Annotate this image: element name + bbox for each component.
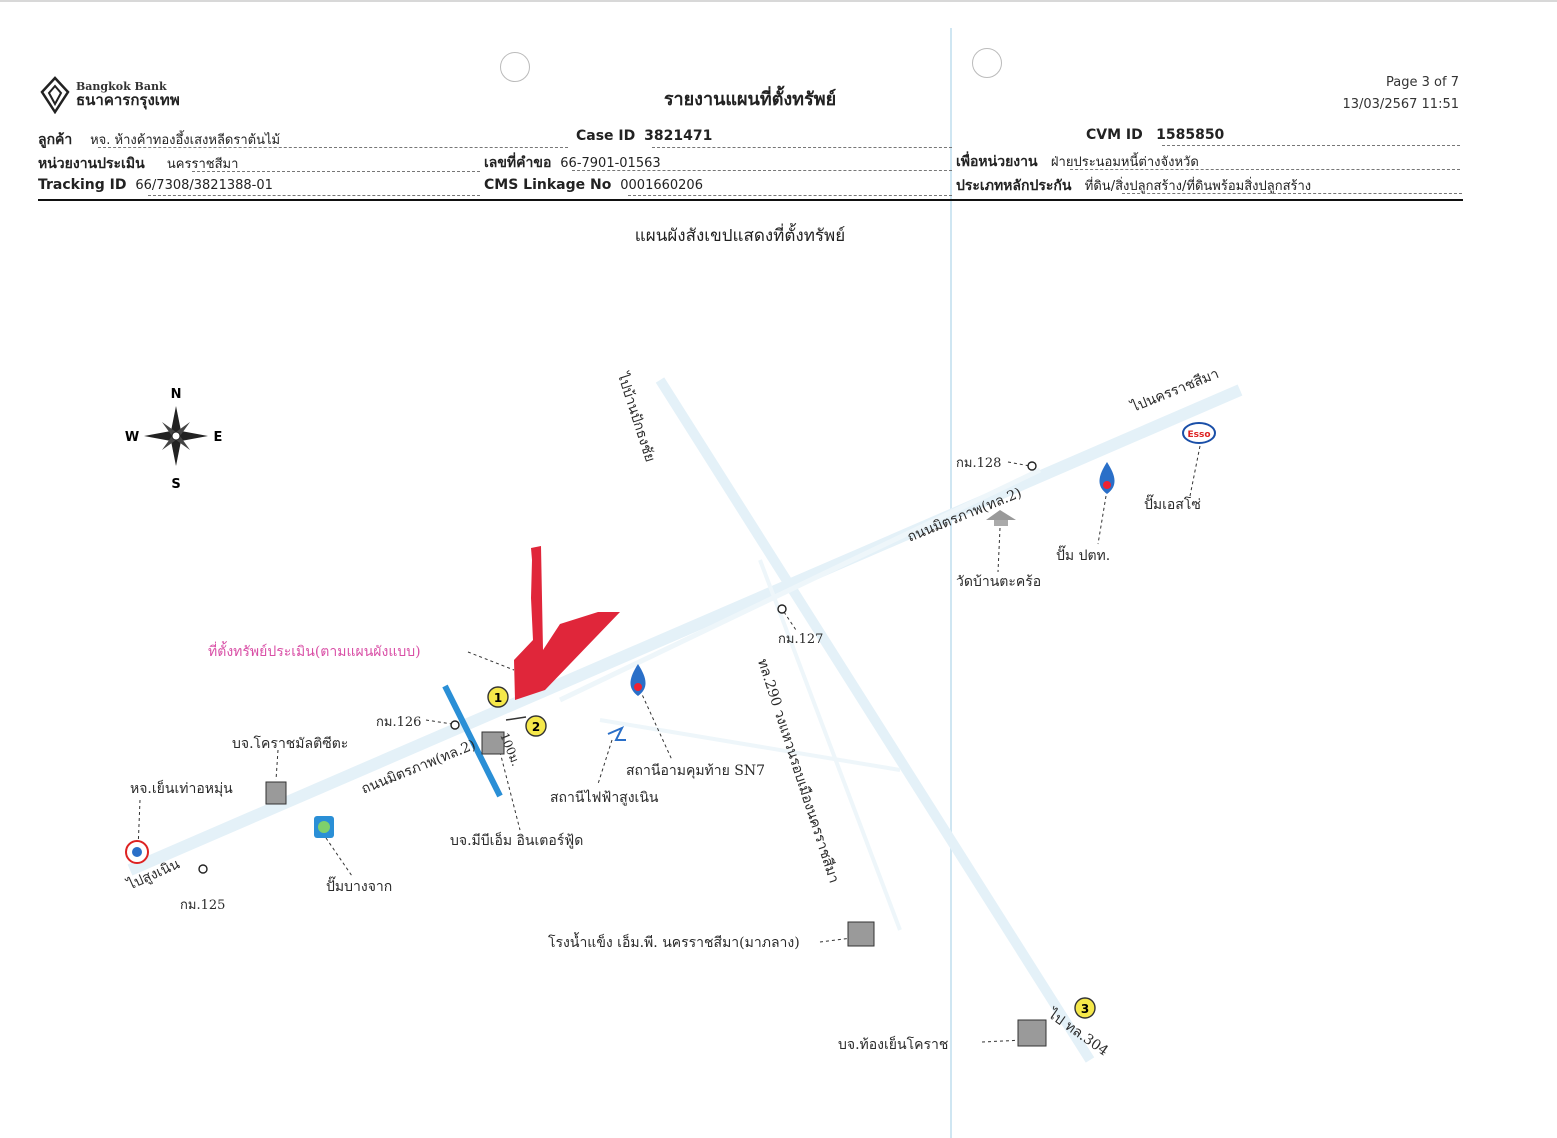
leader-lines bbox=[137, 445, 1201, 1043]
label-factory-left: หจ.เย็นเท่าอหมุ่น bbox=[130, 781, 233, 797]
compass-rose-icon: N S E W bbox=[125, 387, 223, 492]
svg-text:2: 2 bbox=[532, 720, 540, 734]
for-unit-field: เพื่อหน่วยงาน ฝ่ายประนอมหนี้ต่างจังหวัด bbox=[956, 151, 1199, 173]
request-no-label: เลขที่คำขอ bbox=[484, 155, 552, 171]
collateral-type-label: ประเภทหลักประกัน bbox=[956, 178, 1072, 194]
page-info: Page 3 of 7 13/03/2567 11:51 bbox=[1342, 72, 1459, 116]
mpm-factory-icon bbox=[481, 731, 505, 755]
collateral-type-field: ประเภทหลักประกัน ที่ดิน/สิ่งปลูกสร้าง/ที… bbox=[956, 175, 1311, 197]
case-id-label: Case ID bbox=[576, 128, 636, 144]
page-number: Page 3 of 7 bbox=[1386, 75, 1459, 90]
map-subtitle: แผนผังสังเขปแสดงที่ตั้งทรัพย์ bbox=[634, 226, 846, 246]
label-power-station: สถานีไฟฟ้าสูงเนิน bbox=[550, 790, 659, 806]
for-unit-value: ฝ่ายประนอมหนี้ต่างจังหวัด bbox=[1050, 155, 1199, 170]
road-crossing-marker bbox=[442, 684, 503, 798]
road-mittraphap bbox=[127, 384, 1243, 876]
label-korat-monument: บจ.โคราชมัลติซีตะ bbox=[232, 736, 349, 752]
road-frontage bbox=[558, 467, 1042, 703]
scan-top-border bbox=[0, 0, 1557, 2]
bangchak-icon bbox=[314, 816, 334, 838]
tracking-id-field: Tracking ID 66/7308/3821388-01 bbox=[38, 177, 273, 193]
customer-label: ลูกค้า bbox=[38, 132, 73, 148]
km126-post-icon bbox=[450, 720, 460, 730]
sn7-station-icon bbox=[630, 664, 646, 696]
cvm-id-label: CVM ID bbox=[1086, 127, 1143, 143]
property-parcel bbox=[514, 546, 620, 700]
label-tongyen: บจ.ท้องเย็นโคราช bbox=[838, 1037, 949, 1053]
compass-s: S bbox=[171, 477, 180, 492]
map-roads bbox=[127, 377, 1243, 1063]
road-link bbox=[599, 718, 901, 772]
distance-arrow bbox=[505, 716, 527, 721]
label-property: ที่ตั้งทรัพย์ประเมิน(ตามแผนผังแบบ) bbox=[208, 644, 421, 660]
svg-text:1: 1 bbox=[494, 691, 502, 705]
svg-text:3: 3 bbox=[1081, 1002, 1089, 1016]
tracking-id-value: 66/7308/3821388-01 bbox=[135, 178, 273, 193]
case-id-field: Case ID 3821471 bbox=[576, 128, 712, 144]
label-mpm: บจ.มีบีเอ็ม อินเตอร์ฟู้ด bbox=[450, 833, 584, 849]
cms-linkage-field: CMS Linkage No 0001660206 bbox=[484, 177, 703, 193]
bank-logo: Bangkok Bank ธนาคารกรุงเทพ bbox=[40, 76, 180, 114]
ptt-station-icon bbox=[1099, 462, 1115, 494]
request-no-field: เลขที่คำขอ 66-7901-01563 bbox=[484, 152, 661, 174]
label-esso: ปั๊มเอสโซ่ bbox=[1144, 497, 1201, 513]
for-unit-label: เพื่อหน่วยงาน bbox=[956, 154, 1038, 170]
cvm-id-field: CVM ID 1585850 bbox=[1086, 127, 1224, 143]
marker-1: 1 bbox=[487, 686, 509, 708]
tracking-id-label: Tracking ID bbox=[38, 177, 127, 193]
marker-2: 2 bbox=[525, 715, 547, 737]
compass-n: N bbox=[171, 387, 182, 402]
report-title: รายงานแผนที่ตั้งทรัพย์ bbox=[663, 89, 837, 110]
request-no-value: 66-7901-01563 bbox=[560, 156, 661, 171]
label-km128: กม.128 bbox=[956, 456, 1002, 471]
compass-e: E bbox=[214, 430, 223, 445]
compass-w: W bbox=[125, 430, 139, 445]
appraisal-unit-field: หน่วยงานประเมิน นครราชสีมา bbox=[38, 153, 238, 175]
customer-field: ลูกค้า หจ. ห้างค้าทองอึ้งเสงหลีดราต้นไม้ bbox=[38, 129, 280, 151]
page-fold-line bbox=[950, 28, 952, 1138]
road-side bbox=[758, 559, 902, 931]
esso-icon: Esso bbox=[1182, 422, 1216, 444]
appraisal-unit-label: หน่วยงานประเมิน bbox=[38, 156, 145, 172]
km128-post-icon bbox=[1027, 461, 1037, 471]
cvm-id-value: 1585850 bbox=[1156, 127, 1225, 143]
binder-hole-right bbox=[972, 48, 1002, 78]
label-km125: กม.125 bbox=[180, 898, 226, 913]
tongyen-factory-icon bbox=[1017, 1019, 1047, 1047]
label-km127: กม.127 bbox=[778, 632, 824, 647]
bank-name-en: Bangkok Bank bbox=[76, 80, 167, 93]
svg-text:Esso: Esso bbox=[1187, 430, 1210, 440]
label-temple: วัดบ้านตะคร้อ bbox=[956, 574, 1042, 590]
label-ice-factory: โรงน้ำแข็ง เอ็ม.พี. นครราชสีมา(มาภลาง) bbox=[548, 935, 800, 951]
header-divider bbox=[38, 199, 1463, 201]
case-id-value: 3821471 bbox=[644, 128, 713, 144]
power-station-icon bbox=[607, 726, 626, 741]
binder-hole-left bbox=[500, 52, 530, 82]
label-ptt: ปั๊ม ปตท. bbox=[1056, 548, 1111, 564]
report-datetime: 13/03/2567 11:51 bbox=[1342, 97, 1459, 112]
bank-name-th: ธนาคารกรุงเทพ bbox=[76, 91, 180, 109]
factory-left-icon bbox=[265, 781, 287, 805]
label-bangchak: ปั๊มบางจาก bbox=[326, 879, 393, 895]
label-sn7: สถานีอามคุมท้าย SN7 bbox=[626, 763, 766, 779]
km-posts bbox=[198, 461, 1037, 874]
cms-linkage-value: 0001660206 bbox=[620, 178, 703, 193]
road-ring-290 bbox=[655, 377, 1095, 1063]
cms-linkage-label: CMS Linkage No bbox=[484, 177, 612, 193]
label-km126: กม.126 bbox=[376, 715, 422, 730]
km127-post-icon bbox=[777, 604, 787, 614]
sungnoen-sign-icon bbox=[125, 840, 149, 864]
marker-3: 3 bbox=[1074, 997, 1096, 1019]
bank-emblem-icon bbox=[40, 76, 70, 114]
collateral-type-value: ที่ดิน/สิ่งปลูกสร้าง/ที่ดินพร้อมสิ่งปลูก… bbox=[1084, 179, 1312, 194]
customer-value: หจ. ห้างค้าทองอึ้งเสงหลีดราต้นไม้ bbox=[90, 133, 281, 148]
appraisal-unit-value: นครราชสีมา bbox=[166, 157, 239, 172]
km125-post-icon bbox=[198, 864, 208, 874]
ice-factory-icon bbox=[847, 921, 875, 947]
factory-icons bbox=[265, 731, 1047, 1047]
temple-icon bbox=[986, 510, 1016, 526]
